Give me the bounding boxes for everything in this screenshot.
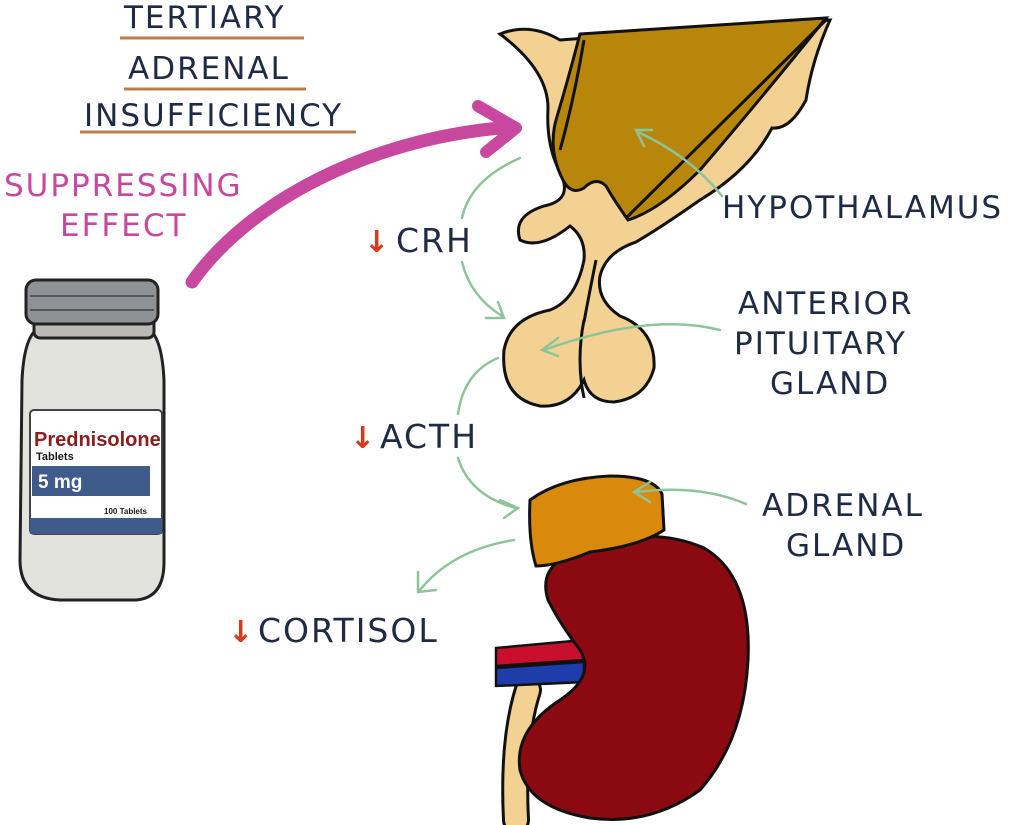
bottle-dose-band bbox=[32, 466, 150, 496]
pointer-hypothalamus bbox=[636, 130, 724, 198]
flow-arrow-hypothalamus-crh bbox=[460, 156, 522, 220]
suppressing-effect-block: SUPPRESSING EFFECT bbox=[4, 100, 522, 289]
bottle-dose-text: 5 mg bbox=[38, 472, 82, 493]
title-line-2: ADRENAL bbox=[128, 51, 290, 87]
crh-down-arrow: ↓ bbox=[364, 225, 389, 260]
adrenal-label-line-1: ADRENAL bbox=[762, 488, 924, 524]
adrenal-label-line-2: GLAND bbox=[786, 528, 906, 564]
pituitary-label-line-2: PITUITARY bbox=[734, 326, 907, 362]
pointer-adrenal bbox=[634, 488, 748, 506]
acth-label: ACTH bbox=[380, 417, 478, 456]
prednisolone-bottle: Prednisolone Tablets 5 mg 100 Tablets bbox=[18, 278, 166, 602]
flow-arrow-adrenal-cortisol bbox=[418, 538, 516, 592]
bottle-count-text: 100 Tablets bbox=[104, 507, 148, 516]
ureter bbox=[504, 679, 539, 825]
title-line-3: INSUFFICIENCY bbox=[84, 98, 343, 134]
hormone-labels: ↓ CRH ↓ ACTH ↓ CORTISOL bbox=[228, 221, 478, 650]
crh-label: CRH bbox=[396, 221, 473, 260]
flow-arrow-crh-pituitary bbox=[460, 260, 504, 318]
flow-arrow-pituitary-acth bbox=[456, 356, 500, 416]
title-line-1: TERTIARY bbox=[123, 0, 286, 36]
pituitary-label-line-1: ANTERIOR bbox=[738, 286, 914, 322]
hypothalamus-pituitary bbox=[496, 16, 833, 408]
flow-arrow-acth-adrenal bbox=[456, 456, 518, 510]
pointer-pituitary bbox=[542, 323, 722, 352]
cortisol-down-arrow: ↓ bbox=[228, 615, 253, 650]
title-block: TERTIARY ADRENAL INSUFFICIENCY bbox=[80, 0, 356, 134]
suppress-line-1: SUPPRESSING bbox=[4, 168, 243, 204]
hypothalamus-shape bbox=[551, 16, 830, 222]
cortisol-label: CORTISOL bbox=[258, 611, 439, 650]
adrenal-shape bbox=[528, 474, 666, 568]
flow-arrows bbox=[416, 128, 748, 594]
structure-labels: HYPOTHALAMUS ANTERIOR PITUITARY GLAND AD… bbox=[722, 190, 1003, 564]
bottle-brand-text: Prednisolone bbox=[34, 429, 161, 451]
kidney-shape bbox=[517, 535, 750, 821]
bottle-cap bbox=[24, 278, 160, 326]
suppress-line-2: EFFECT bbox=[60, 208, 187, 244]
suppress-arrow-head bbox=[472, 100, 522, 158]
pituitary-label-line-3: GLAND bbox=[770, 366, 890, 402]
adrenal-kidney bbox=[494, 474, 750, 825]
suppress-arrow-shaft bbox=[185, 121, 507, 289]
acth-down-arrow: ↓ bbox=[350, 421, 375, 456]
hypothalamus-label: HYPOTHALAMUS bbox=[722, 190, 1003, 226]
bottle-form-text: Tablets bbox=[36, 451, 74, 463]
